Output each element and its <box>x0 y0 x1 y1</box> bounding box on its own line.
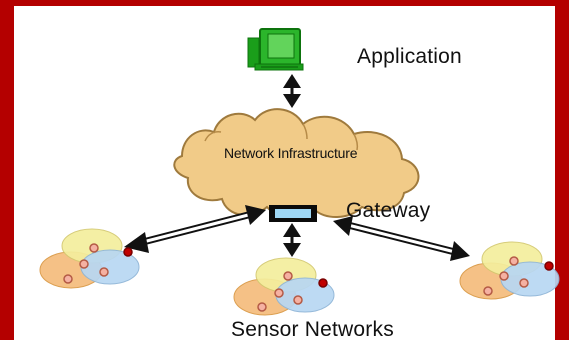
application-label: Application <box>357 45 462 68</box>
gateway-right-arrow <box>333 216 470 261</box>
gateway-center-arrow <box>283 223 301 257</box>
frame-right-bar <box>555 0 569 340</box>
gateway-label: Gateway <box>346 199 431 222</box>
network-infrastructure-label: Network Infrastructure <box>224 145 358 161</box>
gateway-left-arrow <box>124 205 266 253</box>
app-network-arrow <box>283 74 301 108</box>
cloud-icon <box>173 108 420 219</box>
frame-top-bar <box>0 0 569 6</box>
gateway-device-icon <box>269 205 317 222</box>
sensor-networks-label: Sensor Networks <box>231 318 394 340</box>
computer-icon <box>247 28 304 71</box>
sensor-cluster-center <box>233 257 335 316</box>
frame-left-bar <box>0 0 14 340</box>
sensor-cluster-right <box>459 241 560 300</box>
sensor-cluster-left <box>39 228 140 289</box>
